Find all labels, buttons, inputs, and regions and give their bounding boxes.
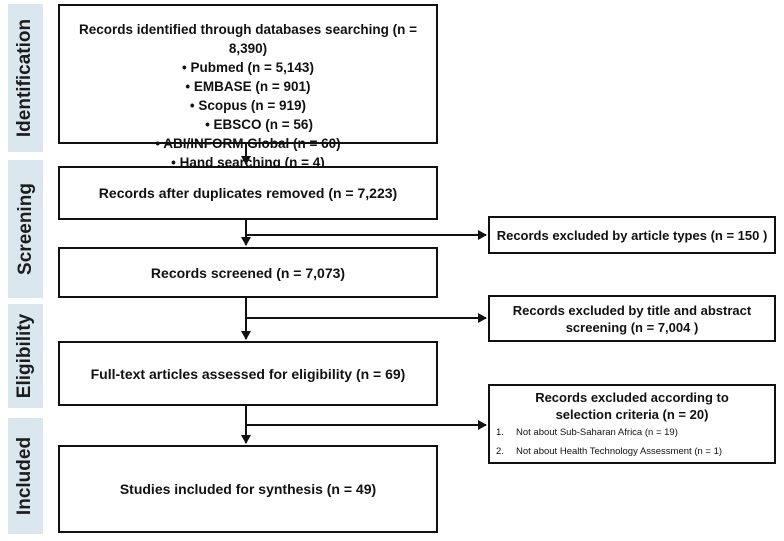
screened-text: Records screened (n = 7,073): [150, 264, 346, 281]
excluded-selection-box: Records excluded according to selection …: [488, 384, 776, 464]
source-abi-inform: • ABI/INFORM Global (n = 60): [155, 136, 341, 151]
included-box: Studies included for synthesis (n = 49): [58, 445, 438, 533]
criterion-text: Not about Health Technology Assessment (…: [516, 446, 723, 457]
criteria-list: 1.Not about Sub-Saharan Africa (n = 19) …: [490, 423, 774, 461]
source-embase: • EMBASE (n = 901): [185, 79, 311, 94]
full-text-box: Full-text articles assessed for eligibil…: [58, 341, 438, 406]
source-ebsco: • EBSCO (n = 56): [205, 117, 313, 132]
stage-identification: Identification: [8, 4, 43, 152]
included-text: Studies included for synthesis (n = 49): [119, 481, 377, 497]
excluded-selection-title: Records excluded according to selection …: [535, 390, 729, 422]
stage-screening: Screening: [8, 160, 43, 298]
criterion-item: 1. Not about Sub-Saharan Africa (n = 19): [496, 423, 774, 442]
identification-title: Records identified through databases sea…: [79, 22, 417, 56]
stage-included: Included: [8, 418, 43, 534]
stage-eligibility: Eligibility: [8, 304, 43, 408]
full-text-text: Full-text articles assessed for eligibil…: [90, 365, 406, 382]
source-scopus: • Scopus (n = 919): [189, 98, 307, 113]
excluded-article-types-text: Records excluded by article types (n = 1…: [496, 227, 768, 243]
identification-box: Records identified through databases sea…: [58, 4, 438, 170]
criterion-number: 1.: [496, 427, 504, 438]
excluded-title-abstract-box: Records excluded by title and abstract s…: [488, 295, 776, 342]
source-pubmed: • Pubmed (n = 5,143): [182, 60, 314, 75]
after-duplicates-text: Records after duplicates removed (n = 7,…: [98, 185, 398, 201]
after-duplicates-box: Records after duplicates removed (n = 7,…: [58, 166, 438, 220]
screened-box: Records screened (n = 7,073): [58, 247, 438, 298]
criterion-number: 2.: [496, 446, 504, 457]
excluded-title-abstract-line1: Records excluded by title and abstract: [512, 302, 752, 318]
excluded-article-types-box: Records excluded by article types (n = 1…: [488, 216, 776, 254]
criterion-item: 2. Not about Health Technology Assessment…: [496, 442, 774, 461]
excluded-title-abstract-line2: screening (n = 7,004 ): [565, 319, 699, 335]
criterion-text: Not about Sub-Saharan Africa (n = 19): [516, 427, 678, 438]
